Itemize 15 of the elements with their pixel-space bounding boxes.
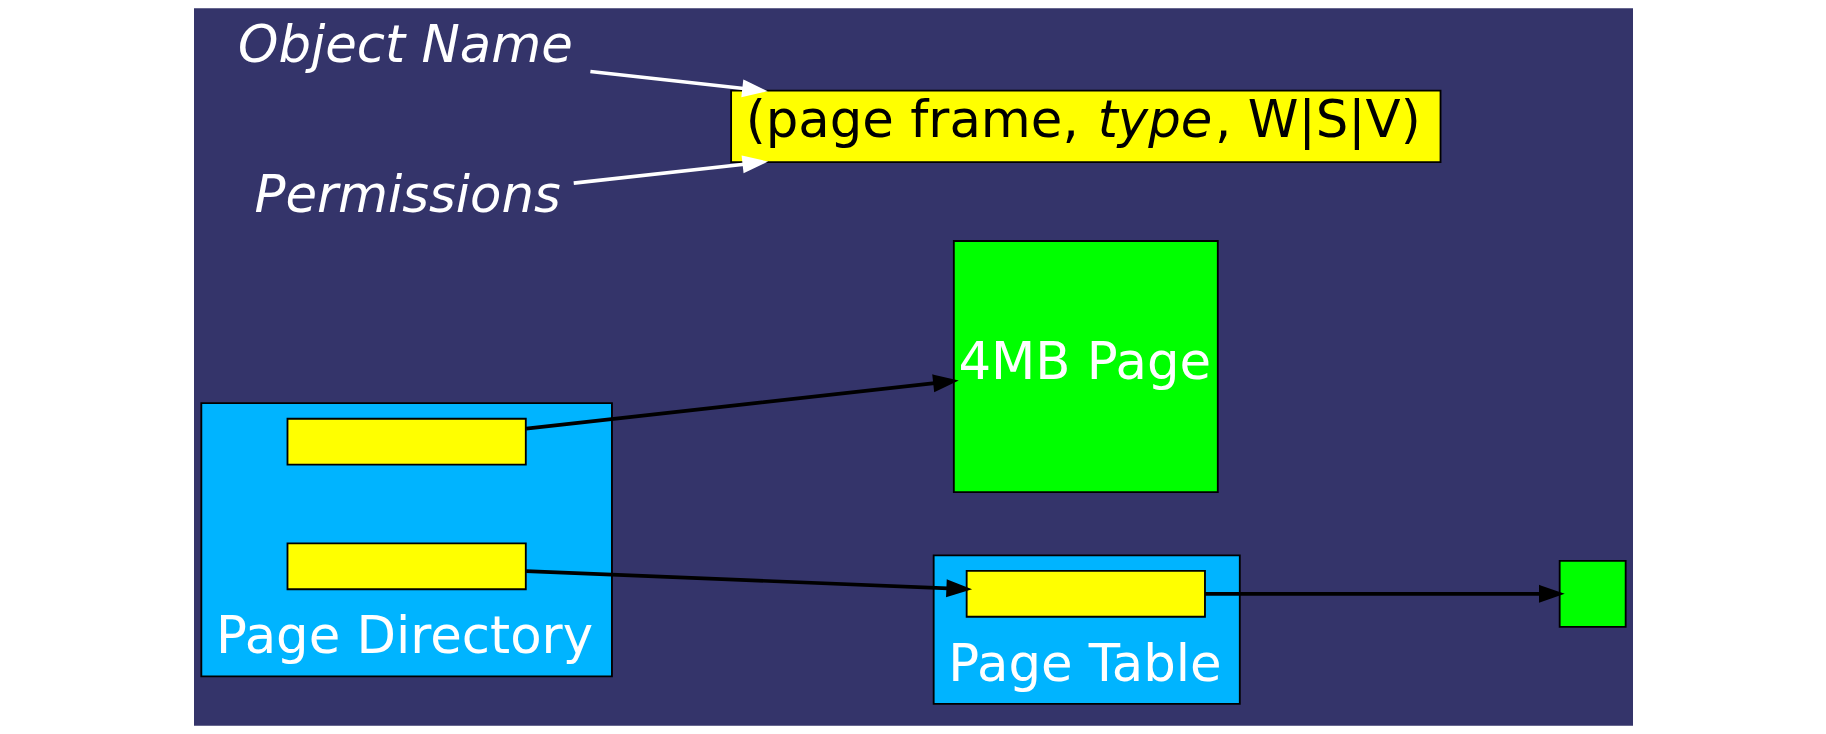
node-text: Permissions: [253, 164, 561, 225]
node-box: 4MB Page: [952, 240, 1219, 494]
arrow: [525, 569, 972, 598]
node-text: Object Name: [237, 14, 573, 75]
node-box: [286, 542, 527, 591]
node-box: [286, 417, 527, 466]
node-box: [1558, 559, 1627, 628]
arrow: [589, 69, 768, 98]
node-box: (page frame, type, W|S|V): [729, 89, 1441, 164]
arrow: [573, 155, 768, 185]
node-box: [965, 570, 1206, 618]
cluster: Page Table: [932, 554, 1241, 705]
arrow: [525, 374, 959, 431]
arrow: [1204, 584, 1565, 603]
cluster: Page Directory: [199, 402, 613, 678]
